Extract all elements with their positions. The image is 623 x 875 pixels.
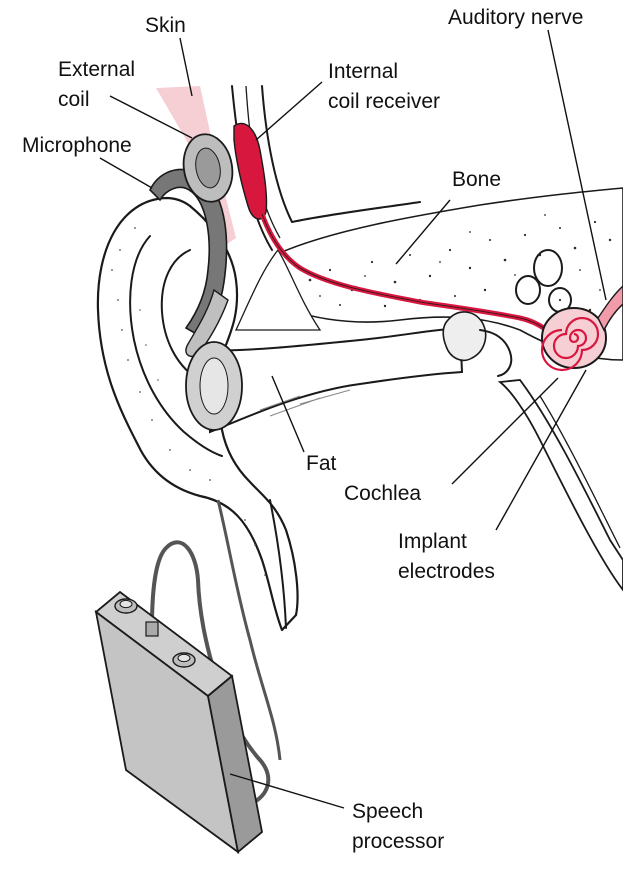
- label-external-coil-line1: External: [58, 58, 135, 81]
- internal-coil-receiver: [234, 123, 267, 219]
- label-skin: Skin: [145, 14, 186, 37]
- label-auditory-nerve: Auditory nerve: [448, 6, 583, 29]
- label-internal-coil-line2: coil receiver: [328, 90, 440, 113]
- label-cochlea: Cochlea: [344, 482, 421, 505]
- label-external-coil-line2: coil: [58, 88, 90, 111]
- cochlea: [542, 308, 606, 370]
- eustachian-tube: [500, 380, 623, 590]
- ear-canal: [206, 328, 462, 432]
- processor-jack: [146, 622, 158, 636]
- label-speech-processor-line2: processor: [352, 830, 444, 853]
- label-fat: Fat: [306, 452, 337, 475]
- speech-processor: [96, 592, 262, 852]
- ossicles: [443, 312, 485, 360]
- label-implant-electrodes-line1: Implant: [398, 530, 467, 553]
- label-internal-coil-line1: Internal: [328, 60, 398, 83]
- label-speech-processor-line1: Speech: [352, 800, 423, 823]
- label-microphone: Microphone: [22, 134, 132, 157]
- label-implant-electrodes-line2: electrodes: [398, 560, 495, 583]
- label-bone: Bone: [452, 168, 501, 191]
